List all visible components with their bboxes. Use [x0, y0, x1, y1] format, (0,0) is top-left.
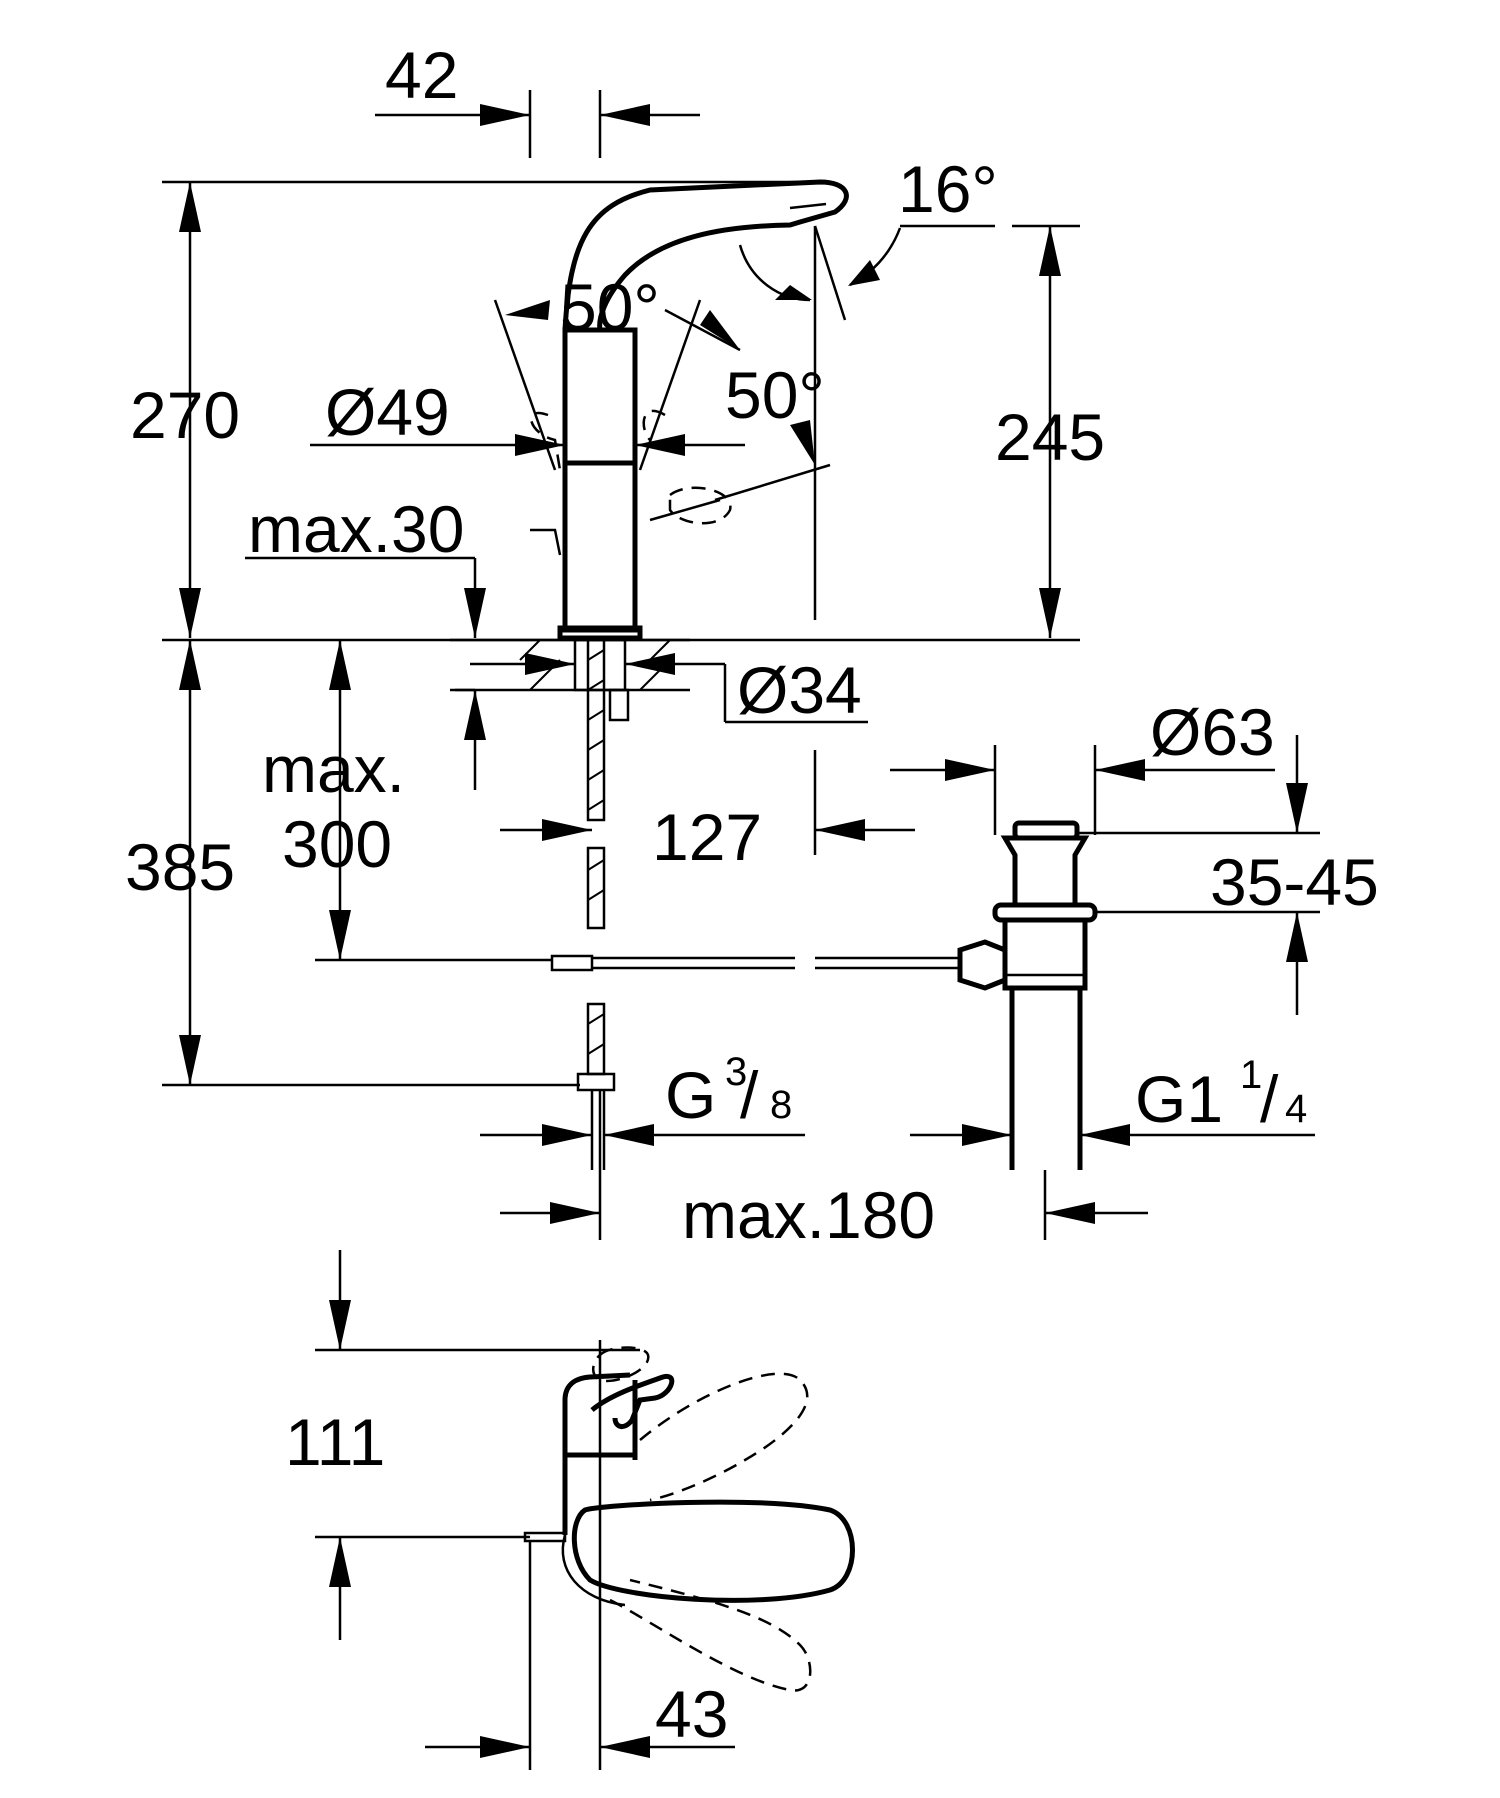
popup-knob	[523, 1531, 567, 1543]
label-max300-a: max.	[262, 732, 405, 806]
lever-ghost-small	[592, 1346, 650, 1383]
label-43: 43	[655, 1677, 728, 1751]
spout-outline	[562, 179, 849, 331]
waste-valve	[957, 820, 1098, 1170]
countertop-section	[450, 638, 690, 722]
aerator-line	[789, 202, 827, 210]
lever-open-ghost	[668, 486, 732, 525]
label-g38-den: 8	[770, 1083, 792, 1127]
faucet-body	[562, 327, 638, 633]
label-g114-den: 4	[1285, 1087, 1307, 1131]
label-385: 385	[125, 830, 235, 904]
label-g38-num: 3	[725, 1050, 747, 1094]
lever-right-ghost	[642, 409, 666, 441]
lever-left-ghost	[529, 411, 562, 471]
label-127: 127	[652, 800, 762, 874]
lever-ghost-down	[609, 1578, 812, 1692]
label-d34: Ø34	[737, 653, 862, 727]
flexible-hose	[576, 638, 616, 1170]
label-50deg-a: 50°	[560, 270, 660, 344]
label-42: 42	[385, 38, 458, 112]
top-body	[562, 1372, 631, 1535]
dimension-lines	[162, 90, 1320, 1240]
label-d49: Ø49	[325, 375, 450, 449]
label-max30: max.30	[248, 492, 464, 566]
label-g38-main: G	[665, 1058, 716, 1132]
popup-linkage	[550, 954, 960, 972]
label-g114-slash: /	[1260, 1062, 1279, 1136]
popup-rod	[530, 528, 562, 556]
label-g38-slash: /	[740, 1058, 759, 1132]
label-max180: max.180	[682, 1178, 935, 1252]
dimension-labels: 42 270 16° 50° 50° Ø49 245 max.30 Ø34 ma…	[125, 38, 1379, 1751]
label-245: 245	[995, 400, 1105, 474]
lever-top	[571, 1499, 855, 1603]
faucet-top-view	[523, 1340, 855, 1770]
lever-ghost-up	[639, 1372, 809, 1502]
label-g114-num: 1	[1240, 1053, 1262, 1097]
label-111: 111	[285, 1405, 385, 1479]
label-50deg-b: 50°	[725, 358, 825, 432]
label-35-45: 35-45	[1210, 845, 1379, 919]
faucet-base	[557, 625, 643, 641]
label-270: 270	[130, 378, 240, 452]
label-d63: Ø63	[1150, 695, 1275, 769]
label-g114-main: G1	[1135, 1062, 1223, 1136]
label-16deg: 16°	[898, 152, 998, 226]
top-view-dimensions	[315, 1250, 735, 1758]
label-max300-b: 300	[282, 807, 392, 881]
